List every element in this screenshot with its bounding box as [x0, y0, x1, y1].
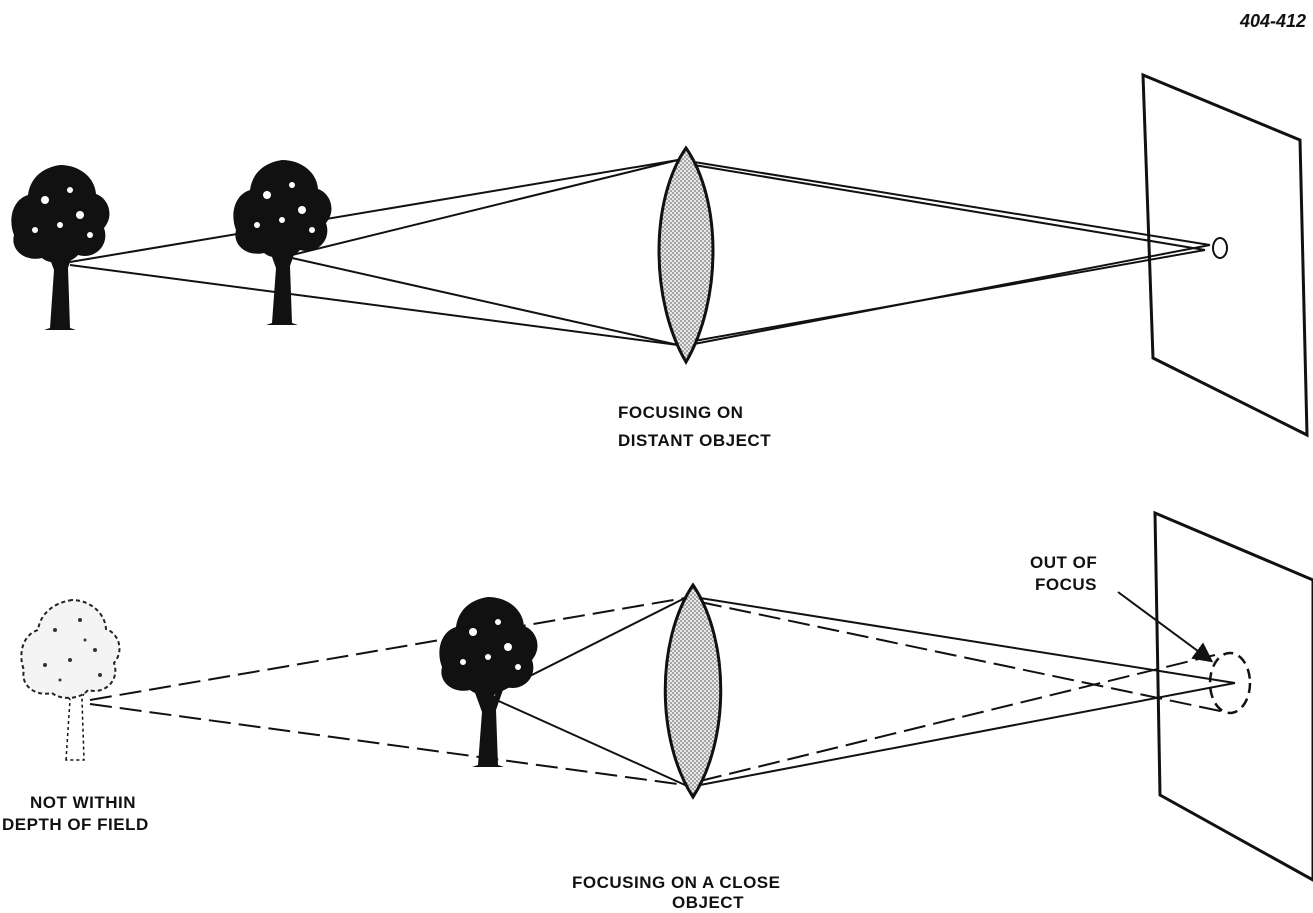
light-ray	[699, 597, 1236, 684]
depth-of-field-label-line2: DEPTH OF FIELD	[2, 815, 149, 834]
light-ray	[491, 697, 686, 786]
blur-circle	[1208, 651, 1252, 715]
light-ray-dashed	[699, 654, 1216, 782]
light-ray	[699, 682, 1236, 786]
out-of-focus-arrow	[1117, 591, 1214, 663]
blurred-far-tree	[20, 598, 121, 761]
far-tree	[11, 165, 110, 330]
distant-caption-line2: DISTANT OBJECT	[618, 431, 771, 450]
distant-caption-line1: FOCUSING ON	[618, 403, 743, 422]
figure-number: 404-412	[1239, 11, 1306, 31]
light-ray	[693, 164, 1206, 251]
convex-lens	[657, 145, 715, 365]
focus-point	[1212, 237, 1228, 259]
close-focus-panel: OUT OF FOCUS NOT WITHIN DEPTH OF FIELD F…	[2, 510, 1313, 912]
light-ray	[693, 161, 1211, 246]
out-of-focus-label-line1: OUT OF	[1030, 553, 1097, 572]
light-ray	[291, 159, 679, 256]
close-caption-line2: OBJECT	[672, 893, 744, 912]
out-of-focus-label-line2: FOCUS	[1035, 575, 1097, 594]
close-tree	[439, 597, 538, 767]
light-ray	[291, 257, 679, 346]
light-ray-dashed	[89, 597, 686, 701]
near-tree	[233, 160, 332, 325]
distant-focus-panel: FOCUSING ON DISTANT OBJECT	[11, 72, 1309, 450]
close-caption-line1: FOCUSING ON A CLOSE	[572, 873, 780, 892]
light-ray	[69, 264, 679, 346]
light-ray-dashed	[89, 703, 686, 786]
light-ray	[693, 249, 1206, 342]
convex-lens	[663, 582, 723, 800]
light-ray	[69, 159, 679, 263]
image-screen	[1153, 510, 1313, 882]
depth-of-field-label-line1: NOT WITHIN	[30, 793, 136, 812]
light-ray-dashed	[699, 601, 1226, 713]
